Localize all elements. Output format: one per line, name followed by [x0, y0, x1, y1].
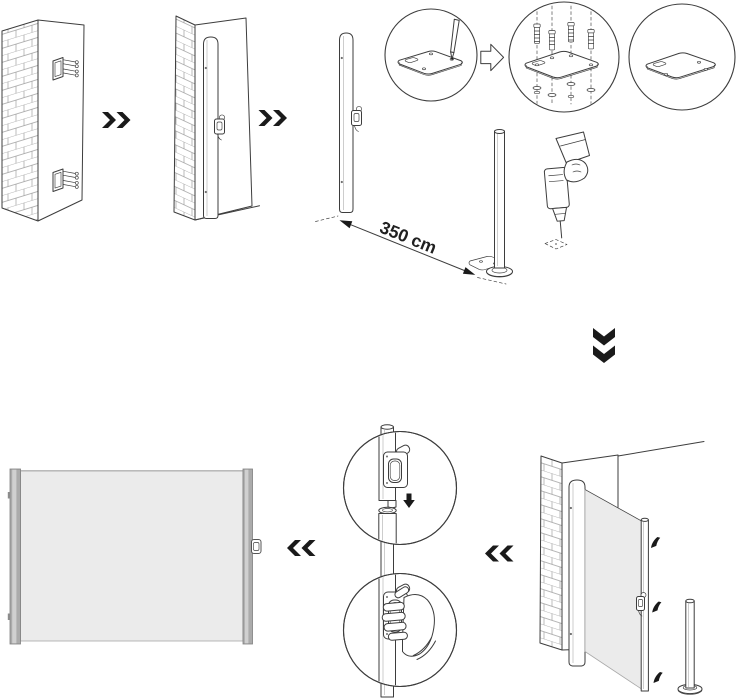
detail-circle-base-plate — [628, 3, 736, 111]
anchor-bolts — [533, 22, 595, 51]
flick-arrow-icon — [651, 537, 661, 548]
marker-pen — [450, 18, 460, 60]
base-plate — [524, 50, 599, 79]
wall-face — [38, 20, 84, 221]
down-arrow-icon — [403, 493, 415, 508]
chevron-left-icon — [485, 545, 514, 562]
hand — [563, 158, 589, 183]
chevron-left-icon — [287, 540, 316, 556]
mounting-bracket — [52, 168, 79, 192]
step-3-mark-distance-and-drill: 350 cm — [315, 1, 736, 285]
step-6-extended-awning — [7, 468, 262, 645]
base-plate — [645, 52, 716, 79]
forearm — [555, 131, 590, 164]
flick-arrow-icon — [652, 601, 662, 613]
cassette-bar — [339, 32, 354, 213]
awning-fabric — [584, 488, 642, 690]
detail-circle-mark-holes — [384, 8, 478, 102]
support-pole — [677, 598, 703, 695]
step-4-extend-awning — [539, 441, 705, 695]
step-1-wall-with-brackets — [1, 19, 85, 222]
brick-face — [540, 456, 562, 650]
hand — [381, 586, 436, 660]
pull-handle — [251, 539, 262, 554]
base-plate — [397, 50, 463, 75]
step-2-cassette-on-wall — [173, 15, 260, 221]
awning-fabric — [20, 470, 244, 642]
measurement-label: 350 cm — [377, 217, 440, 258]
latch-handle — [636, 592, 647, 617]
detail-circle-hook-handle — [342, 430, 458, 546]
wall-outline — [173, 15, 253, 221]
mounting-bracket — [52, 57, 79, 81]
front-bar — [242, 468, 253, 645]
chevron-down-icon — [593, 328, 615, 363]
latch-handle — [214, 114, 225, 141]
brick-face — [2, 20, 38, 221]
chevron-right-icon — [102, 112, 131, 128]
power-drill — [543, 131, 590, 250]
chevron-right-icon — [258, 110, 287, 126]
brick-face — [174, 16, 195, 220]
outline-arrow-right-icon — [480, 43, 505, 72]
detail-circle-hand-grip — [342, 572, 458, 688]
ceiling-line — [617, 441, 705, 457]
cassette-bar — [7, 468, 21, 645]
detail-circle-insert-anchors — [508, 1, 620, 113]
latch-handle — [351, 106, 362, 132]
step-5-hook-handle-details — [342, 424, 458, 698]
drill-mark — [544, 239, 568, 250]
wall-outline — [1, 19, 85, 222]
flick-arrow-icon — [653, 672, 663, 683]
measurement-arrow — [315, 215, 507, 285]
support-pole — [486, 129, 513, 278]
